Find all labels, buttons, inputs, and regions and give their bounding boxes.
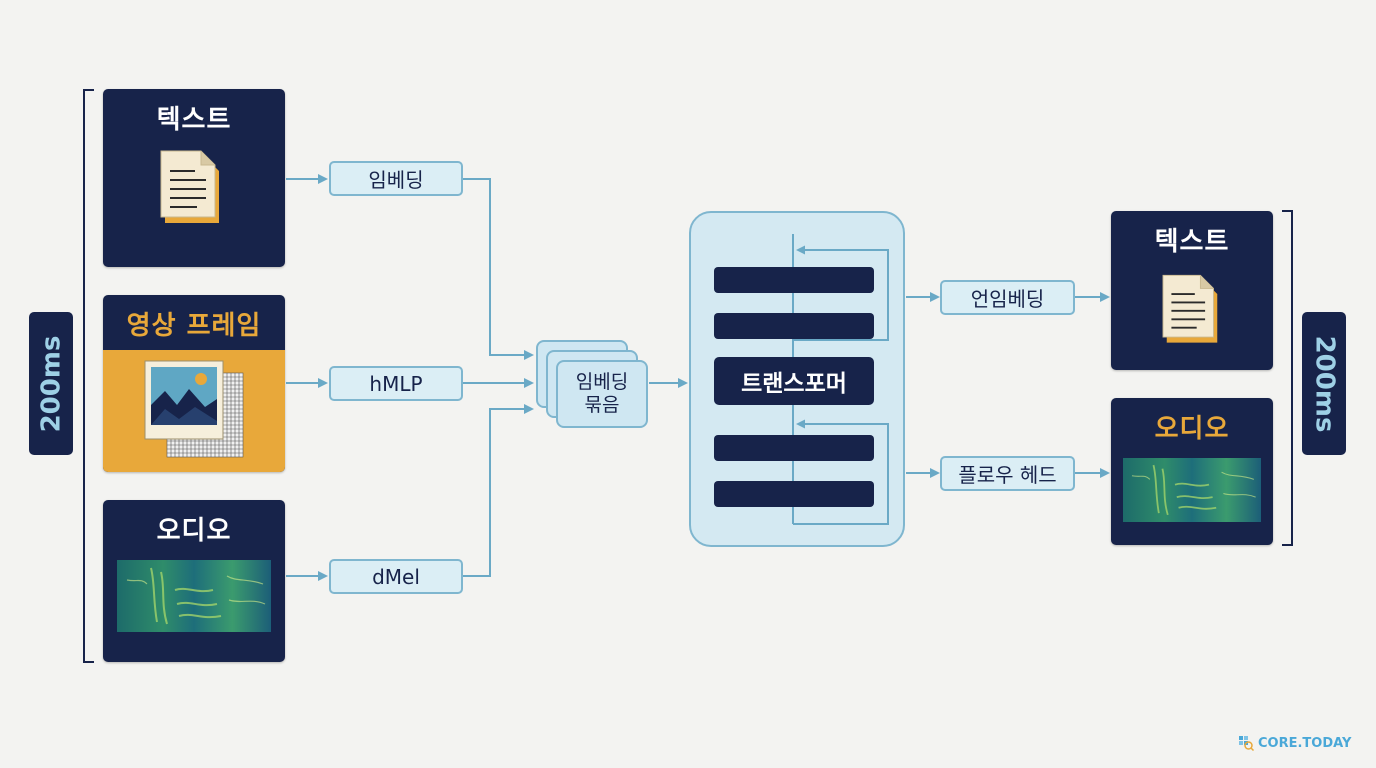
logo-grid-icon: [1239, 736, 1255, 752]
unembedding-head: 언임베딩: [940, 280, 1075, 315]
output-time-window-text: 200ms: [1309, 335, 1339, 432]
bundle-card-front: [556, 360, 648, 428]
embedding-bundle-label: 임베딩 묶음: [556, 360, 648, 428]
core-today-logo: CORE.TODAY: [1238, 733, 1358, 753]
transformer-layer-1: [714, 267, 874, 293]
output-time-window-label: 200ms: [1302, 312, 1346, 455]
input-text-title: 텍스트: [156, 105, 232, 135]
right-bracket: [1282, 210, 1293, 546]
dmel-encoder: dMel: [329, 559, 463, 594]
input-audio-card: 오디오: [103, 500, 285, 662]
bundle-label-line1: 임베딩: [575, 371, 629, 393]
output-audio-title: 오디오: [1154, 414, 1230, 444]
output-text-card: 텍스트: [1111, 211, 1273, 370]
spectrogram-icon: [1123, 458, 1261, 522]
input-time-window-label: 200ms: [29, 312, 73, 455]
input-text-card: 텍스트: [103, 89, 285, 267]
embedding-encoder: 임베딩: [329, 161, 463, 196]
output-text-title: 텍스트: [1154, 227, 1230, 257]
document-icon: [1162, 274, 1218, 343]
flow-head: 플로우 헤드: [940, 456, 1075, 491]
transformer-layer-3: [714, 435, 874, 461]
hmlp-encoder: hMLP: [329, 366, 463, 401]
document-icon: [160, 150, 219, 223]
transformer-layer-4: [714, 481, 874, 507]
output-audio-card: 오디오: [1111, 398, 1273, 545]
transformer-layer-2: [714, 313, 874, 339]
logo-text: CORE.TODAY: [1258, 735, 1352, 751]
left-bracket: [83, 89, 94, 663]
input-video-card: 영상 프레임: [103, 295, 285, 472]
arrow-embedding-to-bundle: [463, 178, 534, 360]
bundle-label-line2: 묶음: [584, 394, 620, 416]
input-video-title: 영상 프레임: [126, 311, 262, 341]
image-frames-icon: [144, 360, 244, 458]
arrow-dmel-to-bundle: [463, 404, 534, 577]
transformer-label: 트랜스포머: [714, 357, 874, 405]
input-audio-title: 오디오: [156, 516, 232, 546]
spectrogram-icon: [117, 560, 271, 632]
